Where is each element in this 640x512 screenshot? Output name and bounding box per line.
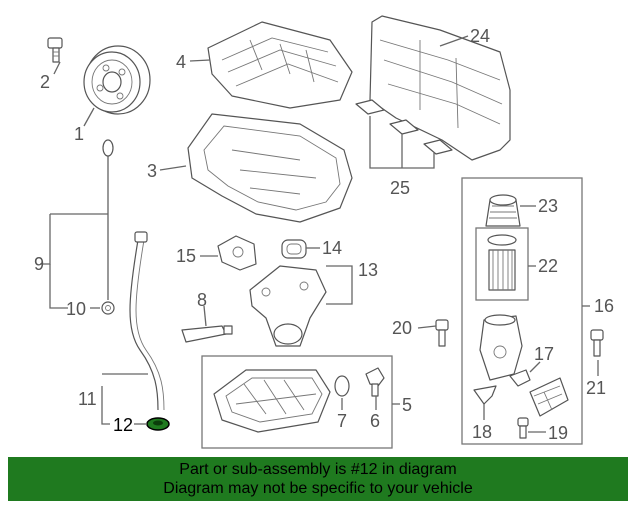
callout-1: 1	[74, 124, 84, 144]
callout-21: 21	[586, 378, 606, 398]
callout-14: 14	[322, 238, 342, 258]
callout-25: 25	[390, 178, 410, 198]
callout-13: 13	[358, 260, 378, 280]
callout-7: 7	[337, 411, 347, 431]
exploded-parts-diagram: 1 2 3 4 5 6 7 8 9 10 11 12 13 14 15 16 1…	[34, 15, 614, 449]
callout-17: 17	[534, 344, 554, 364]
callout-12: 12	[113, 415, 133, 435]
banner-line-2: Diagram may not be specific to your vehi…	[163, 480, 473, 497]
callout-5: 5	[402, 395, 412, 415]
leader-lines	[40, 35, 599, 433]
part-info-banner: Part or sub-assembly is #12 in diagram D…	[8, 457, 628, 501]
callout-11: 11	[78, 389, 97, 409]
part-12-seal	[146, 417, 170, 431]
callout-9: 9	[34, 254, 44, 274]
part-13-oil-pump	[249, 265, 327, 347]
part-8-sealant-tube	[181, 325, 233, 343]
filter-group-box	[461, 177, 583, 445]
callout-20: 20	[392, 318, 412, 338]
callout-22: 22	[538, 256, 558, 276]
callout-19: 19	[548, 423, 568, 443]
callout-15: 15	[176, 246, 196, 266]
lower-pan-group-box	[201, 355, 393, 449]
callout-18: 18	[472, 422, 492, 442]
callout-10: 10	[66, 299, 86, 319]
part-15-sensor	[217, 235, 257, 271]
callout-2: 2	[40, 72, 50, 92]
part-3-upper-oil-pan	[187, 113, 353, 223]
part-25-gaskets	[355, 99, 453, 155]
part-14-gasket	[281, 239, 307, 259]
part-20-bolt	[435, 319, 449, 347]
part-1-crank-pulley	[83, 45, 151, 115]
banner-line-1: Part or sub-assembly is #12 in diagram	[179, 461, 457, 478]
part-2-bolt	[47, 37, 63, 63]
part-24-valve-cover	[369, 15, 511, 161]
callout-8: 8	[197, 290, 207, 310]
callout-24: 24	[470, 26, 490, 46]
callout-23: 23	[538, 196, 558, 216]
callout-4: 4	[176, 52, 186, 72]
part-11-dipstick-tube	[129, 231, 165, 411]
part-21-bolt	[590, 329, 604, 357]
callout-3: 3	[147, 161, 157, 181]
callout-16: 16	[594, 296, 614, 316]
part-9-dipstick	[101, 139, 115, 315]
part-4-upper-cover	[207, 21, 353, 109]
callout-6: 6	[370, 411, 380, 431]
